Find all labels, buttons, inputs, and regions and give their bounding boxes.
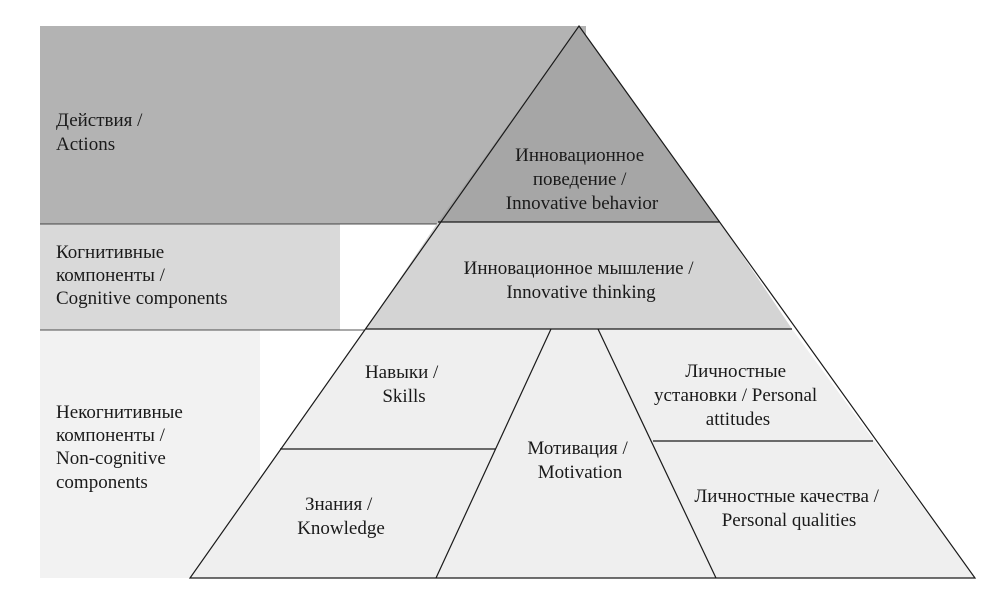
- pyramid-outline: [188, 24, 977, 579]
- divider-motivation-personal: [597, 328, 717, 579]
- level-label-actions: Действия / Actions: [56, 110, 147, 155]
- level-label-cognitive: Когнитивные компоненты / Cognitive compo…: [56, 242, 228, 309]
- label-personal-attitudes: Личностные установки / Personal attitude…: [654, 361, 822, 430]
- divider-skills-motivation: [435, 328, 552, 579]
- label-skills: Навыки / Skills: [365, 362, 443, 407]
- label-knowledge: Знания / Knowledge: [297, 494, 385, 539]
- label-innovative-thinking: Инновационное мышление / Innovative thin…: [464, 258, 699, 303]
- level-label-noncognitive: Некогнитивные компоненты / Non-cognitive…: [56, 402, 188, 493]
- segment-noncognitive-base: [190, 329, 975, 578]
- band-cognitive: [40, 224, 340, 330]
- label-motivation: Мотивация / Motivation: [527, 438, 632, 483]
- label-innovative-behavior: Инновационное поведение / Innovative beh…: [506, 145, 659, 214]
- label-personal-qualities: Личностные качества / Personal qualities: [694, 486, 883, 531]
- segment-innovative-behavior: [438, 26, 720, 222]
- segment-innovative-thinking: [366, 222, 792, 329]
